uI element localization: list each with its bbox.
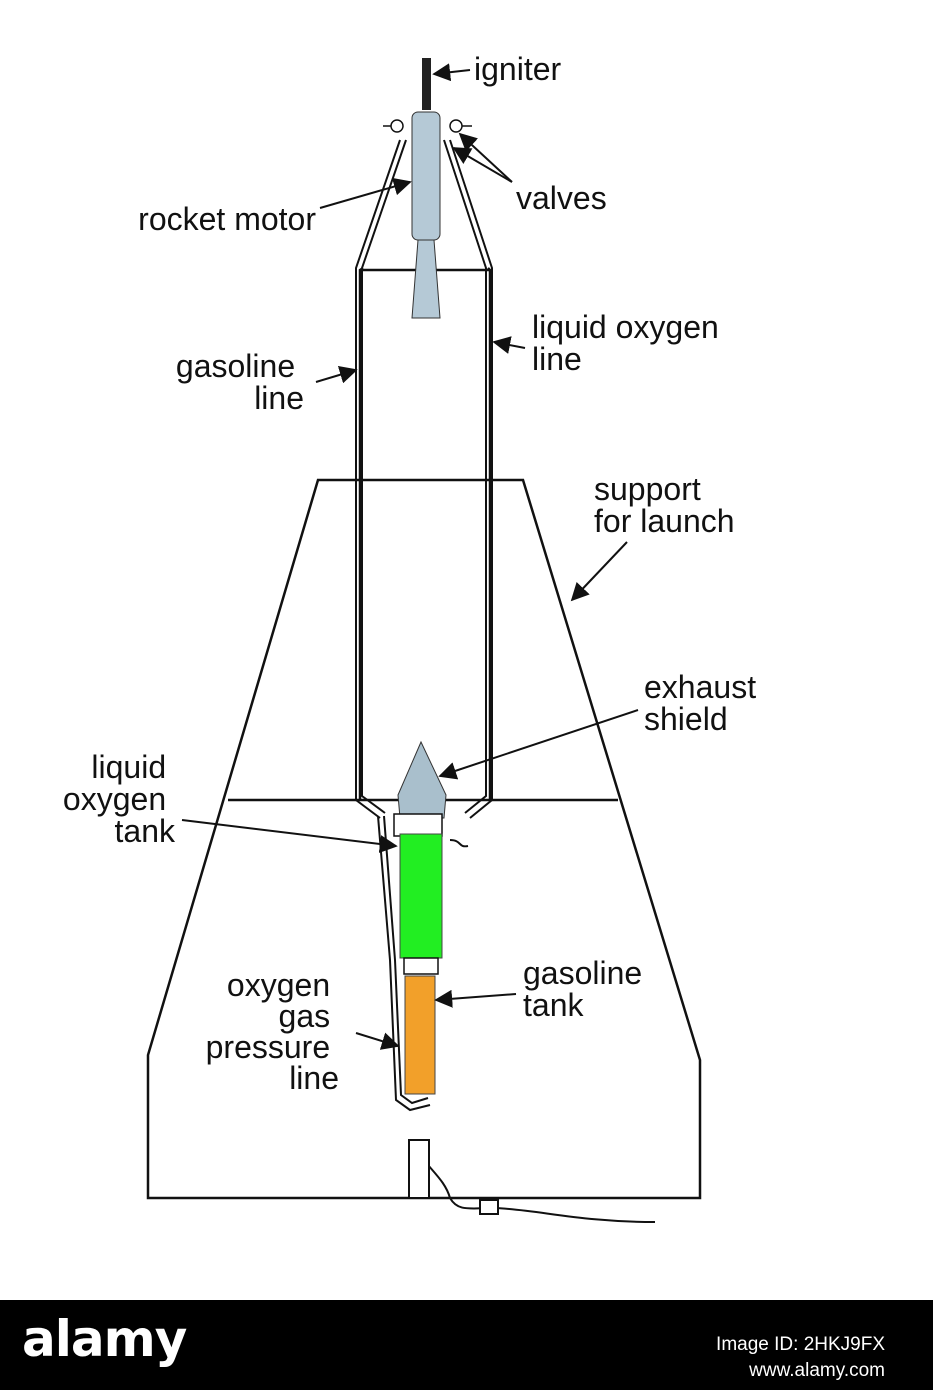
watermark-footer: alamy Image ID: 2HKJ9FX www.alamy.com [0, 1300, 933, 1390]
label-liquid-oxygen-tank: liquid oxygen tank [63, 749, 176, 849]
label-liquid-oxygen-line: liquid oxygen line [532, 309, 728, 377]
label-exhaust-shield: exhaust shield [644, 669, 765, 737]
leader-lines [181, 63, 639, 1050]
footer-url: www.alamy.com [749, 1360, 885, 1381]
gasoline-tank [404, 975, 436, 1095]
label-igniter: igniter [474, 51, 562, 87]
exhaust-shield [397, 740, 447, 819]
propellant-lines [355, 139, 656, 1223]
igniter [422, 58, 431, 110]
rocket-diagram: igniter valves rocket motor liquid oxyge… [62, 51, 765, 1223]
label-rocket-motor: rocket motor [138, 201, 316, 237]
footer-logo: alamy [22, 1310, 187, 1368]
label-gasoline-tank: gasoline tank [523, 955, 651, 1023]
label-valves: valves [516, 180, 607, 216]
valves [383, 119, 472, 133]
label-support-for-launch: support for launch [594, 471, 735, 539]
label-oxygen-gas-pressure-line: oxygen gas pressure line [206, 967, 339, 1096]
launch-stand-base [408, 1139, 499, 1215]
liquid-oxygen-tank [393, 813, 443, 975]
footer-image-id: Image ID: 2HKJ9FX [716, 1334, 885, 1355]
label-gasoline-line: gasoline line [176, 348, 304, 416]
rocket-motor [411, 111, 441, 319]
